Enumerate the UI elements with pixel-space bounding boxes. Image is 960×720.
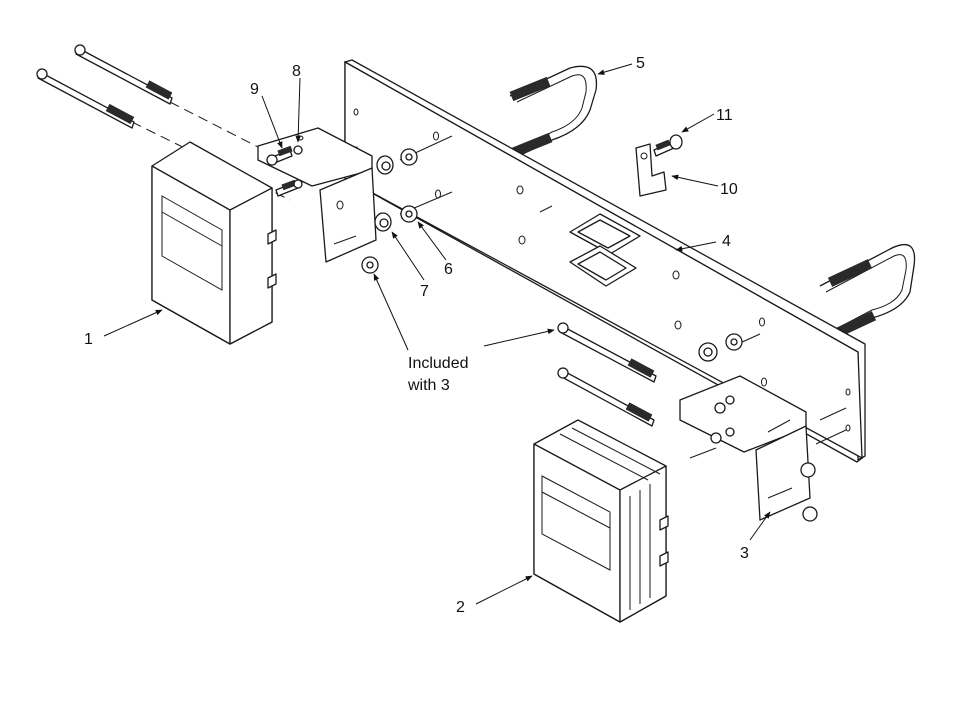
callout-5: 5 — [636, 55, 645, 72]
callout-8: 8 — [292, 63, 301, 80]
callout-7: 7 — [420, 283, 429, 300]
callout-10: 10 — [720, 181, 738, 198]
clip-and-screw — [635, 134, 683, 197]
callout-6: 6 — [444, 261, 453, 278]
work-light-2 — [533, 419, 669, 623]
callout-11: 11 — [716, 107, 733, 124]
angle-bracket-right — [679, 375, 818, 522]
long-bolt-lower — [36, 68, 135, 129]
leader-lines — [103, 63, 771, 605]
note-line-1: Included — [408, 355, 469, 372]
callout-1: 1 — [84, 331, 93, 348]
callout-9: 9 — [250, 81, 259, 98]
nuts-washers-left — [361, 148, 418, 274]
u-bolt-lower — [819, 243, 916, 341]
screws-left — [266, 145, 303, 197]
mounting-plate — [344, 59, 866, 463]
callout-4: 4 — [722, 233, 731, 250]
nut-washer-center — [698, 333, 743, 362]
callout-2: 2 — [456, 599, 465, 616]
long-bolt-right-lower — [557, 367, 655, 427]
callout-3: 3 — [740, 545, 749, 562]
angle-bracket-left — [257, 127, 377, 263]
work-light-1 — [151, 141, 277, 345]
note-line-2: with 3 — [407, 377, 450, 394]
long-bolt-right-upper — [557, 322, 657, 383]
u-bolt-upper — [509, 65, 598, 161]
long-bolt-upper — [74, 44, 173, 105]
